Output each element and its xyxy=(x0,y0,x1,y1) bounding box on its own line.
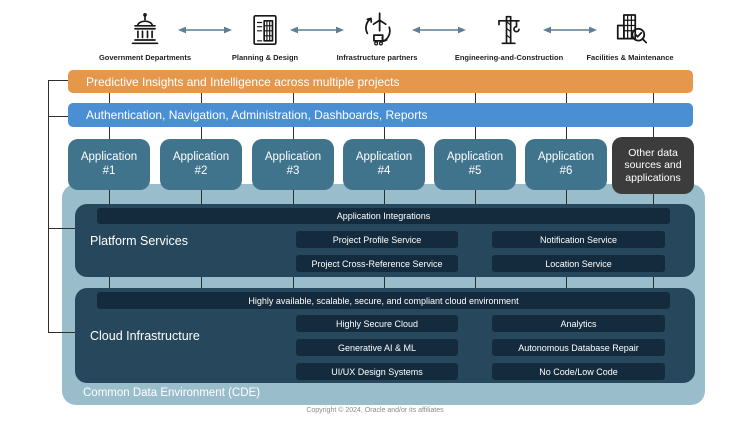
connector-line xyxy=(566,92,567,103)
stage-label: Infrastructure partners xyxy=(336,53,418,62)
service-pill: Generative AI & ML xyxy=(296,339,458,356)
stage-label: Government Departments xyxy=(98,53,192,62)
connector-line xyxy=(566,189,567,205)
connector-line xyxy=(109,126,110,140)
connector-line xyxy=(475,276,476,289)
connector-line xyxy=(109,189,110,205)
stage-label: Facilities & Maintenance xyxy=(586,53,674,62)
connector-line xyxy=(653,126,654,138)
connector-line xyxy=(201,126,202,140)
copyright-text: Copyright © 2024, Oracle and/or its affi… xyxy=(306,407,444,414)
stage-infrastructure-partners: Infrastructure partners xyxy=(312,8,442,62)
application-box-2: Application #2 xyxy=(160,139,242,190)
predictive-insights-bar: Predictive Insights and Intelligence acr… xyxy=(68,70,693,93)
connector-line xyxy=(475,189,476,205)
service-pill: Project Profile Service xyxy=(296,231,458,248)
connector-line xyxy=(653,276,654,289)
double-arrow-icon xyxy=(543,26,597,34)
connector-line xyxy=(293,276,294,289)
stage-planning-design: Planning & Design xyxy=(200,8,330,62)
connector-line xyxy=(384,189,385,205)
connector-line xyxy=(384,92,385,103)
service-pill: No Code/Low Code xyxy=(492,363,665,380)
stage-facilities-maintenance: Facilities & Maintenance xyxy=(565,8,695,62)
cloud-environment-banner: Highly available, scalable, secure, and … xyxy=(97,292,670,309)
application-box-4: Application #4 xyxy=(343,139,425,190)
service-pill: Notification Service xyxy=(492,231,665,248)
connector-line xyxy=(293,126,294,140)
connector-line xyxy=(48,80,68,81)
platform-functions-bar: Authentication, Navigation, Administrati… xyxy=(68,103,693,127)
connector-line xyxy=(293,92,294,103)
connector-line xyxy=(48,332,75,333)
connector-line xyxy=(201,92,202,103)
double-arrow-icon xyxy=(412,26,466,34)
stage-label: Planning & Design xyxy=(231,53,299,62)
application-box-5: Application #5 xyxy=(434,139,516,190)
connector-line xyxy=(48,116,68,117)
building-inspection-icon xyxy=(609,8,651,50)
connector-line xyxy=(566,276,567,289)
connector-line xyxy=(48,80,49,333)
connector-line xyxy=(201,276,202,289)
connector-line xyxy=(48,228,75,229)
double-arrow-icon xyxy=(178,26,232,34)
service-pill: Location Service xyxy=(492,255,665,272)
cloud-infrastructure-title: Cloud Infrastructure xyxy=(90,328,200,343)
other-data-sources-box: Other data sources and applications xyxy=(612,137,694,194)
service-pill: UI/UX Design Systems xyxy=(296,363,458,380)
stage-label: Engineering-and-Construction xyxy=(454,53,564,62)
application-integrations-banner: Application Integrations xyxy=(97,208,670,224)
service-pill: Project Cross-Reference Service xyxy=(296,255,458,272)
connector-line xyxy=(475,126,476,140)
stage-engineering-construction: Engineering-and-Construction xyxy=(444,8,574,62)
connector-line xyxy=(109,276,110,289)
service-pill: Autonomous Database Repair xyxy=(492,339,665,356)
platform-services-title: Platform Services xyxy=(90,233,188,248)
application-box-6: Application #6 xyxy=(525,139,607,190)
application-box-3: Application #3 xyxy=(252,139,334,190)
double-arrow-icon xyxy=(290,26,344,34)
blueprint-document-icon xyxy=(245,8,285,50)
government-building-icon xyxy=(125,8,165,50)
cde-label: Common Data Environment (CDE) xyxy=(83,387,261,399)
application-box-1: Application #1 xyxy=(68,139,150,190)
service-pill: Highly Secure Cloud xyxy=(296,315,458,332)
connector-line xyxy=(384,276,385,289)
connector-line xyxy=(109,92,110,103)
connector-line xyxy=(475,92,476,103)
stage-government-departments: Government Departments xyxy=(80,8,210,62)
connector-line xyxy=(293,189,294,205)
wind-turbine-icon xyxy=(356,8,398,50)
tower-crane-icon xyxy=(489,8,529,50)
connector-line xyxy=(653,92,654,103)
connector-line xyxy=(384,126,385,140)
service-pill: Analytics xyxy=(492,315,665,332)
connector-line xyxy=(653,192,654,205)
connector-line xyxy=(201,189,202,205)
connector-line xyxy=(566,126,567,140)
